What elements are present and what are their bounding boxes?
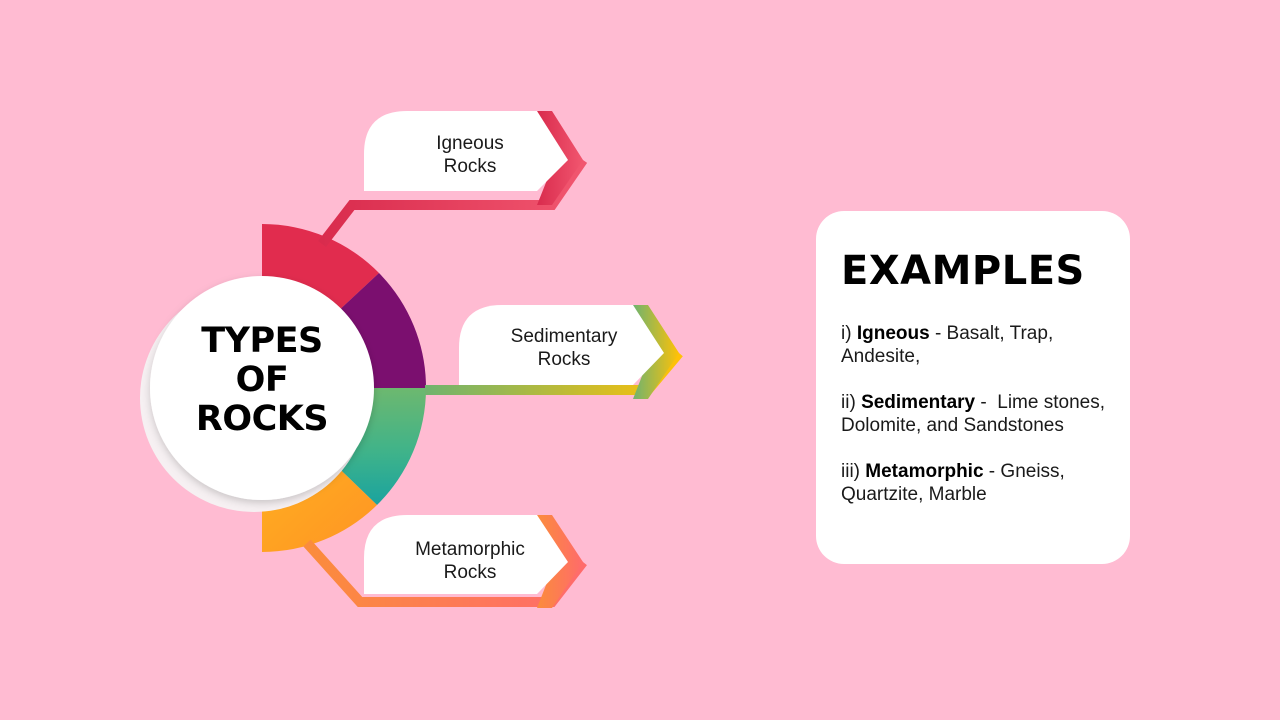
example-item-metamorphic: iii) Metamorphic - Gneiss, Quartzite, Ma… <box>841 460 1110 506</box>
branch-label-sedimentary: Sedimentary Rocks <box>510 326 618 370</box>
examples-card: EXAMPLES i) Igneous - Basalt, Trap, Ande… <box>816 211 1130 564</box>
branch-label-igneous: Igneous Rocks <box>436 133 504 177</box>
example-name: Sedimentary <box>861 392 976 413</box>
example-text: - Lime stones, Dolomite, and Sandstones <box>841 392 1111 436</box>
example-prefix: ii) <box>841 392 862 413</box>
center-title: TYPES OF ROCKS <box>195 321 329 439</box>
branch-tag-sedimentary <box>459 305 664 385</box>
example-prefix: iii) <box>841 461 866 482</box>
example-text: - Gneiss, Quartzite, Marble <box>841 461 1071 505</box>
example-item-sedimentary: ii) Sedimentary - Lime stones, Dolomite,… <box>841 391 1110 437</box>
branch-tag-metamorphic <box>364 515 568 594</box>
center-circle <box>150 276 374 500</box>
branch-label-metamorphic: Metamorphic Rocks <box>415 539 525 583</box>
branch-tag-igneous <box>364 111 568 191</box>
example-text: - Basalt, Trap, Andesite, <box>841 323 1058 367</box>
example-name: Metamorphic <box>865 461 984 482</box>
example-name: Igneous <box>856 323 930 344</box>
example-prefix: i) <box>841 323 857 344</box>
example-item-igneous: i) Igneous - Basalt, Trap, Andesite, <box>841 322 1110 368</box>
examples-title: EXAMPLES <box>841 248 1085 294</box>
